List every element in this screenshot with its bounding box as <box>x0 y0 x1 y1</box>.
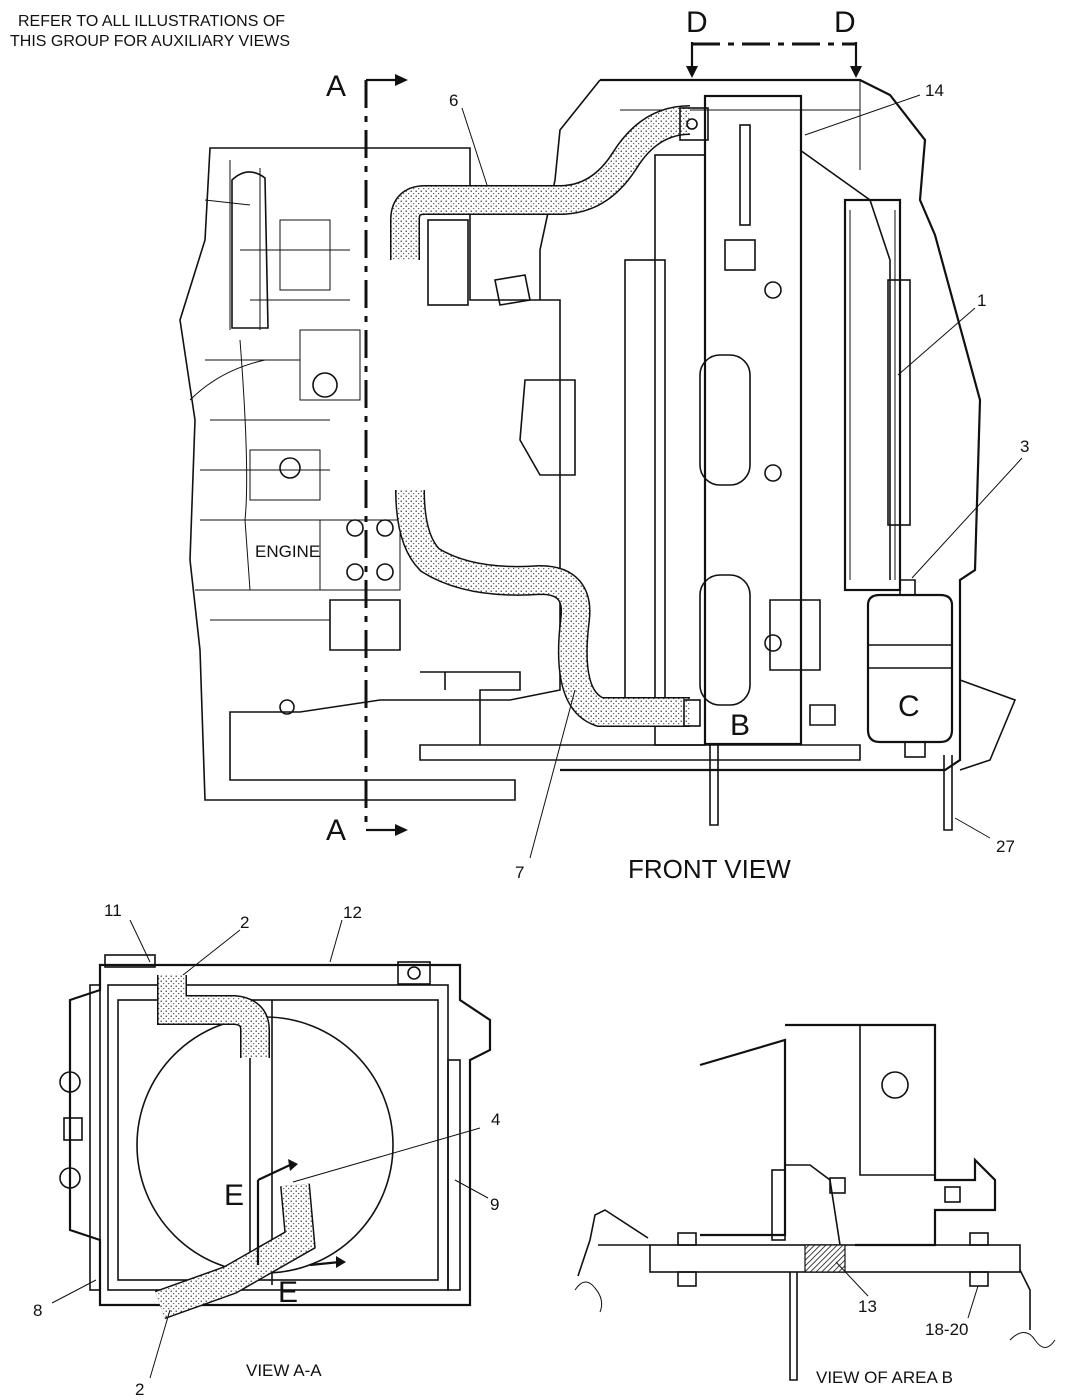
callout-4: 4 <box>491 1110 500 1129</box>
tank-c-label: C <box>898 690 920 723</box>
view-a-a: E E 11 12 2 4 9 8 2 VIEW A-A <box>33 901 500 1399</box>
engine-label: ENGINE <box>255 542 320 561</box>
callout-8: 8 <box>33 1301 42 1320</box>
section-e-bottom: E <box>278 1276 298 1309</box>
callout-11: 11 <box>104 901 122 920</box>
callout-3: 3 <box>1020 437 1029 456</box>
callout-1: 1 <box>977 291 986 310</box>
oil-cooler <box>843 198 902 592</box>
callout-7: 7 <box>515 863 524 882</box>
radiator-frame <box>68 963 492 1307</box>
callout-2-top: 2 <box>240 913 249 932</box>
callout-27: 27 <box>996 837 1015 856</box>
section-a-bottom: A <box>326 814 346 847</box>
coolant-tank <box>866 593 954 744</box>
section-a-top: A <box>326 70 346 103</box>
view-aa-title: VIEW A-A <box>246 1361 322 1380</box>
section-line-d <box>690 42 858 70</box>
spacer-13 <box>804 1244 846 1273</box>
front-view: ENGINE A A D D <box>179 6 1029 884</box>
note-line-2: THIS GROUP FOR AUXILIARY VIEWS <box>10 33 290 50</box>
front-view-title: FRONT VIEW <box>628 854 791 884</box>
lower-hose <box>395 489 690 727</box>
section-d-left: D <box>686 6 708 39</box>
engine-outline <box>179 147 561 801</box>
fan-shroud <box>560 78 982 772</box>
callout-12: 12 <box>343 903 362 922</box>
callout-14: 14 <box>925 81 944 100</box>
view-area-b: 13 18-20 VIEW OF AREA B <box>574 1023 1056 1387</box>
callout-18-20: 18-20 <box>925 1320 968 1339</box>
area-b-label: B <box>730 709 750 742</box>
note-line-1: REFER TO ALL ILLUSTRATIONS OF <box>18 13 285 30</box>
radiator-core <box>703 94 803 746</box>
callout-13: 13 <box>858 1297 877 1316</box>
view-b-title: VIEW OF AREA B <box>816 1368 953 1387</box>
section-e-top: E <box>224 1179 244 1212</box>
section-d-right: D <box>834 6 856 39</box>
callout-2-bottom: 2 <box>135 1380 144 1399</box>
callout-9: 9 <box>490 1195 499 1214</box>
callout-6: 6 <box>449 91 458 110</box>
